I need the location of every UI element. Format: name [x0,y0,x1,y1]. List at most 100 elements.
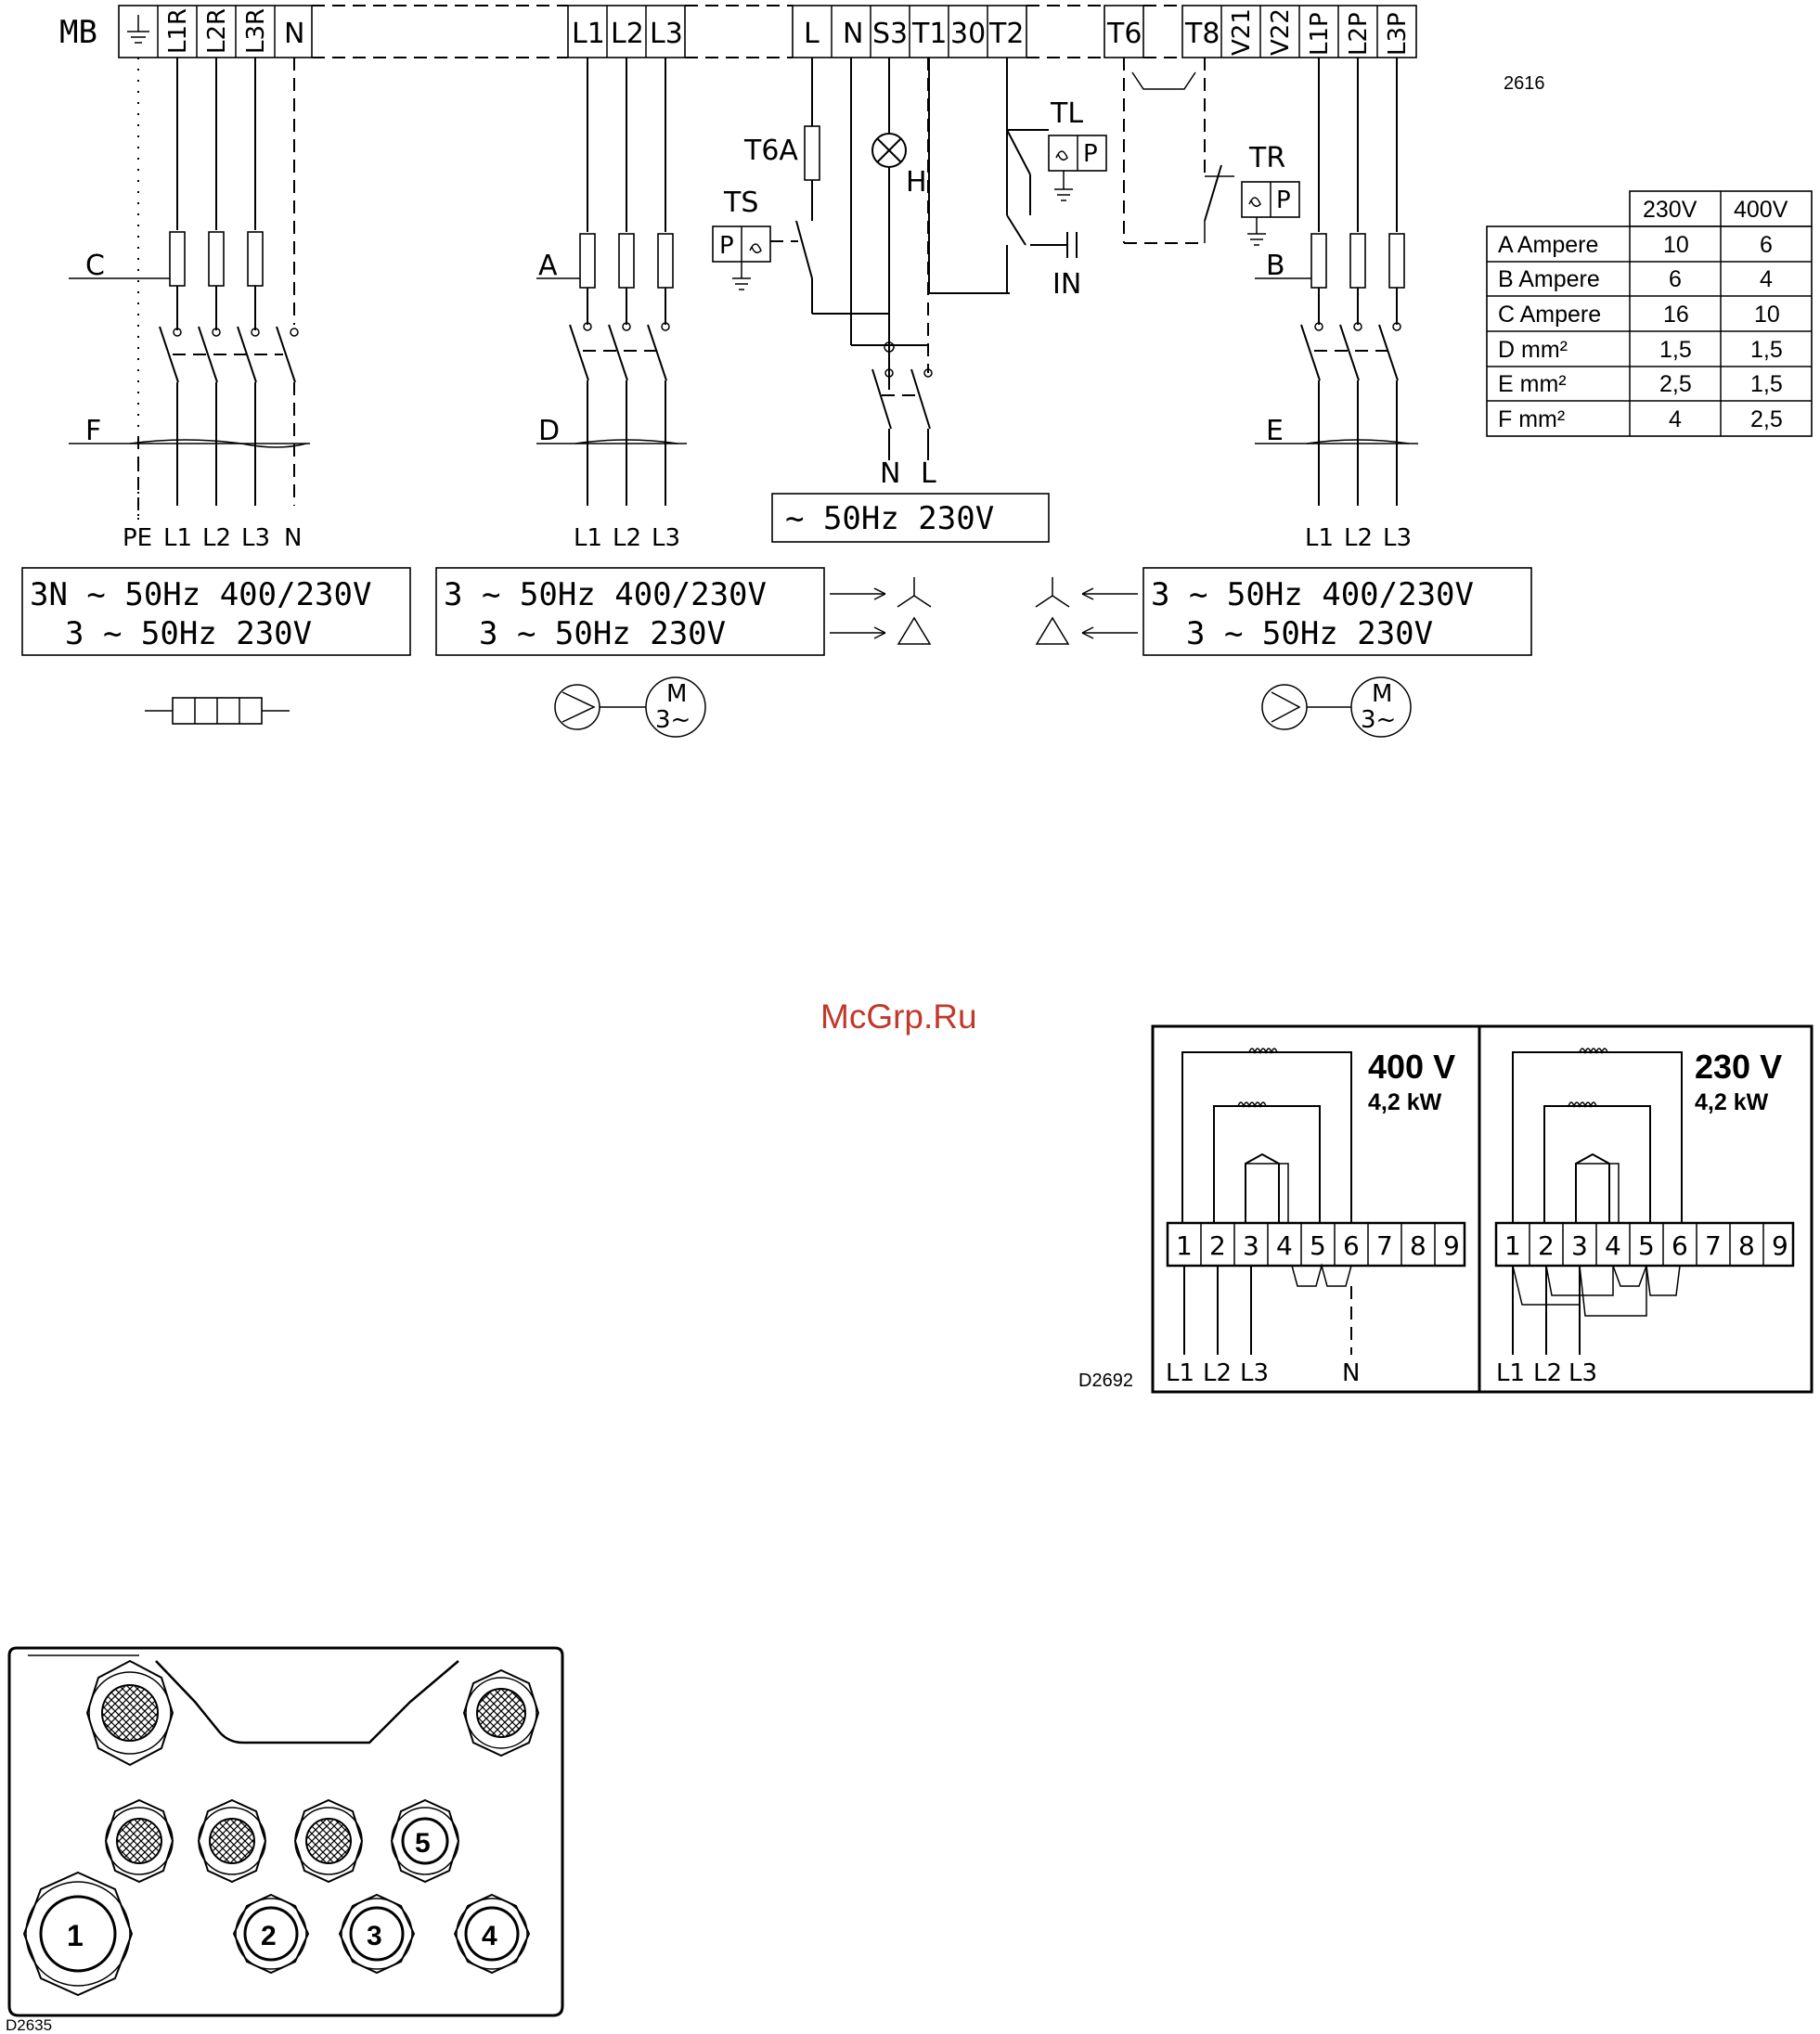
input-label-in: IN [1052,268,1081,301]
pump-motor-icon-right: M 3~ [1261,676,1412,738]
input-l3-400v: L3 [1240,1359,1269,1387]
svg-text:3: 3 [1571,1230,1588,1261]
svg-text:6: 6 [1672,1230,1688,1261]
fuse-label-a: A [538,250,558,282]
terminal-t1: T1 [911,18,947,50]
svg-text:6: 6 [1343,1230,1360,1261]
table-row: A Ampere 10 6 [1498,232,1773,258]
terminal-s3: S3 [872,18,908,50]
switch-label-d: D [538,415,560,447]
supply-box-right: 3 ~ 50Hz 400/230V 3 ~ 50Hz 230V [1142,567,1532,656]
svg-text:3 ~ 50Hz 230V: 3 ~ 50Hz 230V [65,615,312,652]
out-pe: PE [123,524,152,552]
switch-label-e: E [1266,415,1284,447]
terminal-30: 30 [950,18,986,50]
gland-plate: 5 1 2 3 4 [7,1646,564,2017]
terminal-l2p: L2P [1345,12,1373,56]
terminal-l1: L1 [572,18,605,50]
svg-text:F mm²: F mm² [1498,406,1565,432]
terminal-t6: T6 [1106,18,1142,50]
svg-text:4: 4 [482,1921,497,1951]
out-l2-mid: L2 [613,524,641,552]
panel-400v-power: 4,2 kW [1368,1089,1442,1115]
table-row: D mm² 1,5 1,5 [1498,337,1783,363]
table-header-400v: 400V [1734,197,1788,223]
svg-text:6: 6 [1760,232,1773,258]
output-l-center: L [921,457,936,490]
supply-box-center [771,493,1050,543]
mb-label: MB [59,14,97,51]
svg-text:7: 7 [1705,1230,1722,1261]
svg-text:M: M [1372,680,1392,708]
table-row: B Ampere 6 4 [1498,266,1773,292]
terminal-block-main [567,5,686,58]
out-l3-left: L3 [241,524,270,552]
svg-text:4: 4 [1760,266,1773,292]
svg-text:9: 9 [1772,1230,1788,1261]
gland-blanked [293,1798,364,1884]
mb-terminal-block [118,5,313,58]
svg-text:6: 6 [1669,266,1682,292]
input-l3-230v: L3 [1568,1359,1597,1387]
star-delta-arrows-right [1035,577,1138,645]
svg-text:3: 3 [1243,1230,1259,1261]
svg-text:3 ~ 50Hz 400/230V: 3 ~ 50Hz 400/230V [1151,576,1474,613]
terminal-l1p: L1P [1306,12,1334,56]
input-n-400v: N [1342,1359,1360,1387]
svg-text:3 ~ 50Hz 400/230V: 3 ~ 50Hz 400/230V [444,576,767,613]
star-icon [897,577,932,608]
output-n-center: N [880,457,900,490]
svg-text:4: 4 [1669,406,1682,432]
terminal-l2r: L2R [203,8,231,54]
pump-motor-icon-left: M 3~ [554,676,706,738]
input-l2-400v: L2 [1203,1359,1232,1387]
lamp-label-h: H [906,166,927,199]
thermostat-label-tl: TL [1050,97,1083,130]
panel-400v-voltage: 400 V [1368,1048,1455,1086]
svg-text:1: 1 [1176,1230,1193,1261]
out-l1-mid: L1 [574,524,602,552]
gland-5: 5 [390,1798,460,1884]
svg-text:C Ampere: C Ampere [1498,302,1601,328]
gland-blanked [462,1668,540,1757]
out-l1-left: L1 [163,524,192,552]
spec-table: 230V 400V A Ampere 10 6 B Ampere 6 4 C A… [1486,190,1813,437]
svg-text:2,5: 2,5 [1750,406,1783,432]
svg-text:B Ampere: B Ampere [1498,266,1600,292]
svg-text:9: 9 [1443,1230,1460,1261]
out-l3-mid: L3 [652,524,680,552]
input-l2-230v: L2 [1533,1359,1562,1387]
terminal-strip: MB L1R L2R L3R N L1 L2 L3 L [59,5,1417,58]
drawing-number-2616: 2616 [1504,73,1545,94]
svg-text:1,5: 1,5 [1750,337,1783,363]
svg-text:D mm²: D mm² [1498,337,1568,363]
svg-text:5: 5 [1310,1230,1326,1261]
svg-text:1: 1 [1504,1230,1521,1261]
supply-box-left: 3N ~ 50Hz 400/230V 3 ~ 50Hz 230V [21,567,411,656]
gland-blanked [197,1798,267,1884]
supply-box-mid: 3 ~ 50Hz 400/230V 3 ~ 50Hz 230V [435,567,825,656]
svg-text:5: 5 [1638,1230,1655,1261]
panel-400v: 400 V 4,2 kW 1 2 3 4 5 6 7 8 9 [1166,1048,1466,1387]
table-header-230v: 230V [1643,197,1697,223]
svg-text:A Ampere: A Ampere [1498,232,1598,258]
svg-text:3~: 3~ [1361,706,1396,734]
svg-text:P: P [1276,187,1291,214]
out-l3-right: L3 [1383,524,1412,552]
gland-blanked [104,1798,174,1884]
delta-icon [1035,616,1070,645]
svg-text:4: 4 [1276,1230,1293,1261]
star-delta-arrows-mid [830,577,932,645]
earth-icon [127,15,149,44]
gland-2: 2 [232,1893,310,1975]
svg-text:2,5: 2,5 [1659,371,1692,397]
switch-label-f: F [85,415,101,447]
svg-text:10: 10 [1663,232,1689,258]
svg-text:8: 8 [1738,1230,1755,1261]
svg-text:E mm²: E mm² [1498,371,1567,397]
svg-text:10: 10 [1754,302,1780,328]
gland-4: 4 [453,1893,531,1975]
svg-text:3 ~ 50Hz 230V: 3 ~ 50Hz 230V [1186,615,1433,652]
terminal-t2: T2 [988,18,1024,50]
svg-text:3: 3 [367,1921,382,1951]
